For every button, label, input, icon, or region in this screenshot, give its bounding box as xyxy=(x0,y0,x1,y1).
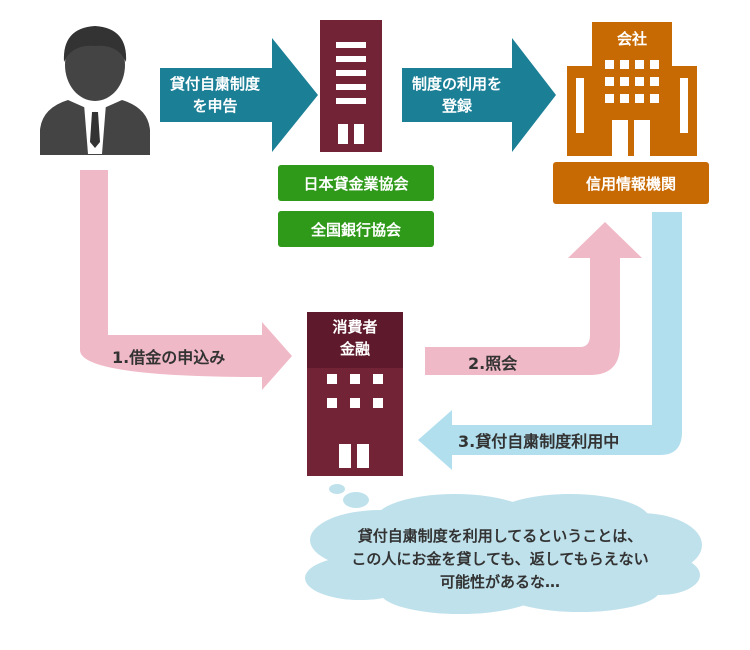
register-label-line1: 制度の利用を xyxy=(411,75,502,93)
thought-bubble-icon xyxy=(305,484,702,614)
consumer-label-line2: 金融 xyxy=(339,340,370,358)
businessman-icon xyxy=(40,26,150,155)
assoc-badge-jba: 全国銀行協会 xyxy=(278,211,434,247)
register-label-line2: 登録 xyxy=(441,97,472,115)
thought-line1: 貸付自粛制度を利用してるということは、 xyxy=(357,527,643,545)
register-arrow-label: 制度の利用を 登録 xyxy=(402,73,512,117)
consumer-finance-label: 消費者 金融 xyxy=(307,316,403,360)
apply-arrow-label: 貸付自粛制度 を申告 xyxy=(160,73,270,117)
office-building-icon xyxy=(320,20,382,152)
apply-label-line2: を申告 xyxy=(192,97,238,115)
thought-line3: 可能性があるな… xyxy=(439,573,560,591)
thought-text: 貸付自粛制度を利用してるということは、 この人にお金を貸しても、返してもらえない… xyxy=(305,525,695,594)
step1-label: 1.借金の申込み xyxy=(112,348,226,367)
company-roof-label: 会社 xyxy=(616,30,647,48)
credit-bureau-badge: 信用情報機関 xyxy=(553,162,709,204)
apply-arrow xyxy=(160,38,318,152)
apply-label-line1: 貸付自粛制度 xyxy=(169,75,260,93)
company-building-icon xyxy=(567,22,697,156)
register-arrow xyxy=(402,38,556,152)
loan-application-arrow xyxy=(80,170,292,390)
step2-label: 2.照会 xyxy=(468,354,518,373)
consumer-label-line1: 消費者 xyxy=(332,318,378,336)
assoc-badge-jfsa: 日本貸金業協会 xyxy=(278,165,434,201)
thought-line2: この人にお金を貸しても、返してもらえない xyxy=(351,550,649,568)
inquiry-arrow xyxy=(425,222,642,375)
finance-building-icon xyxy=(307,312,403,476)
step3-label: 3.貸付自粛制度利用中 xyxy=(458,432,620,451)
status-reply-arrow xyxy=(418,212,682,470)
